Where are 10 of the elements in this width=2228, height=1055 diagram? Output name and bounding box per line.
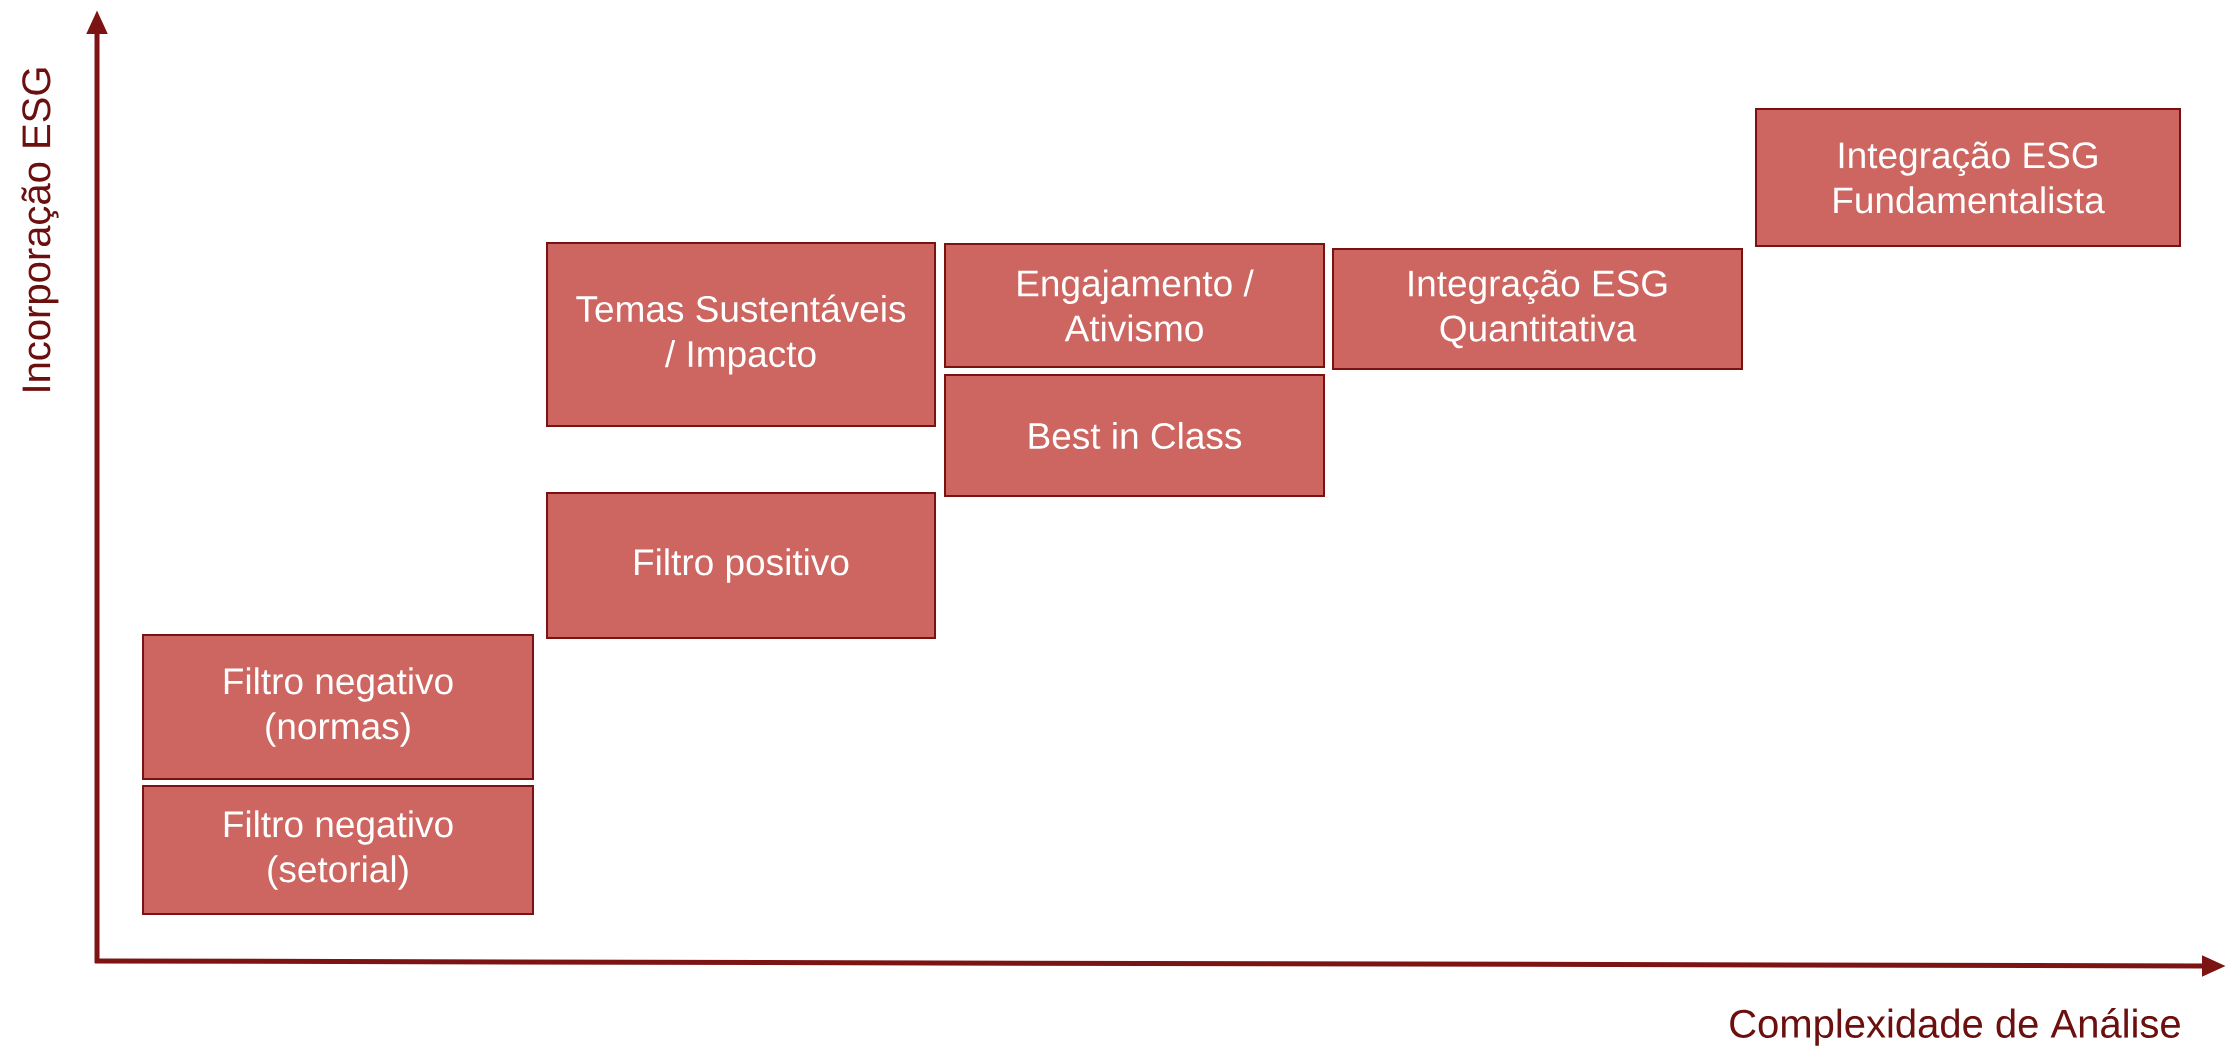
process-box: Filtro negativo (setorial) xyxy=(142,785,534,915)
process-box: Best in Class xyxy=(944,374,1325,497)
axis-label: Complexidade de Análise xyxy=(1730,1008,2180,1046)
process-box: Filtro negativo (normas) xyxy=(142,634,534,780)
process-box: Engajamento / Ativismo xyxy=(944,243,1325,368)
process-box: Integração ESG Fundamentalista xyxy=(1755,108,2181,247)
process-box: Integração ESG Quantitativa xyxy=(1332,248,1743,370)
process-box: Temas Sustentáveis / Impacto xyxy=(546,242,936,427)
axis-label: Incorporação ESG xyxy=(21,68,59,391)
process-box: Filtro positivo xyxy=(546,492,936,639)
